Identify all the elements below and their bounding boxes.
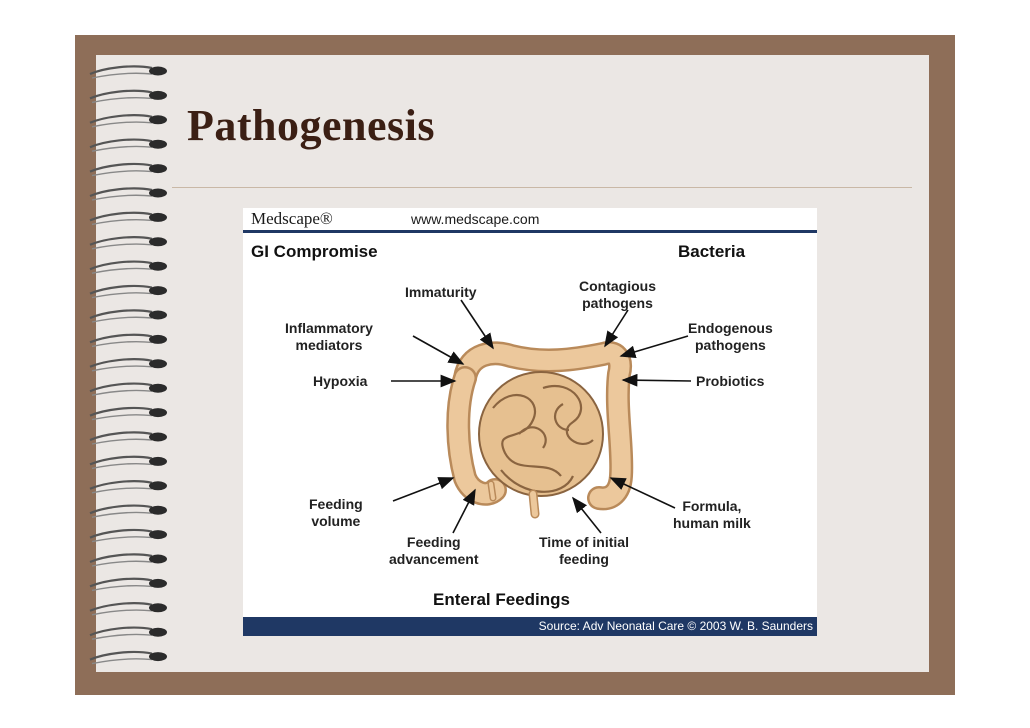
spiral-coil [90,310,167,322]
spiral-coil [90,140,167,152]
spiral-coil [90,286,167,298]
spiral-coil [90,652,167,664]
contagious-arrow [605,310,628,346]
spiral-coil [90,530,167,542]
label-feeding-volume: Feeding volume [309,496,363,530]
label-hypoxia: Hypoxia [313,373,367,390]
enteral-feedings-heading: Enteral Feedings [433,590,570,610]
spiral-coil [90,262,167,274]
spiral-coil [90,603,167,615]
label-immaturity: Immaturity [405,284,477,301]
intestine-illustration [458,353,621,514]
label-endogenous-pathogens: Endogenous pathogens [688,320,773,354]
spiral-coil [90,457,167,469]
label-feeding-advancement: Feeding advancement [389,534,478,568]
spiral-coil [90,335,167,347]
label-contagious-pathogens: Contagious pathogens [579,278,656,312]
label-time-initial-feeding: Time of initial feeding [539,534,629,568]
endogenous-arrow [621,336,688,356]
spiral-coil [90,213,167,225]
immaturity-arrow [461,300,493,348]
spiral-coil [90,384,167,396]
figure-source: Source: Adv Neonatal Care © 2003 W. B. S… [539,619,813,633]
spiral-coil [90,408,167,420]
spiral-coil [90,115,167,127]
label-probiotics: Probiotics [696,373,764,390]
slide-title: Pathogenesis [187,100,435,151]
spiral-coil [90,579,167,591]
spiral-coil [90,554,167,566]
inflammatory-arrow [413,336,463,364]
probiotics-arrow [623,380,691,381]
spiral-coil [90,188,167,200]
figure-footer: Source: Adv Neonatal Care © 2003 W. B. S… [243,617,817,636]
spiral-coil [90,628,167,640]
spiral-coil [90,237,167,249]
feeding-volume-arrow [393,478,453,501]
spiral-coil [90,506,167,518]
label-inflammatory-mediators: Inflammatory mediators [285,320,373,354]
spiral-coil [90,481,167,493]
intestine-diagram [243,208,817,636]
spiral-coil [90,91,167,103]
spiral-coil [90,359,167,371]
title-divider [172,187,912,188]
spiral-coil [90,66,167,78]
spiral-coil [90,164,167,176]
label-formula-human-milk: Formula, human milk [673,498,751,532]
spiral-binding [82,58,178,678]
pathogenesis-figure: Medscape® www.medscape.com GI Compromise… [243,208,817,636]
spiral-coil [90,432,167,444]
